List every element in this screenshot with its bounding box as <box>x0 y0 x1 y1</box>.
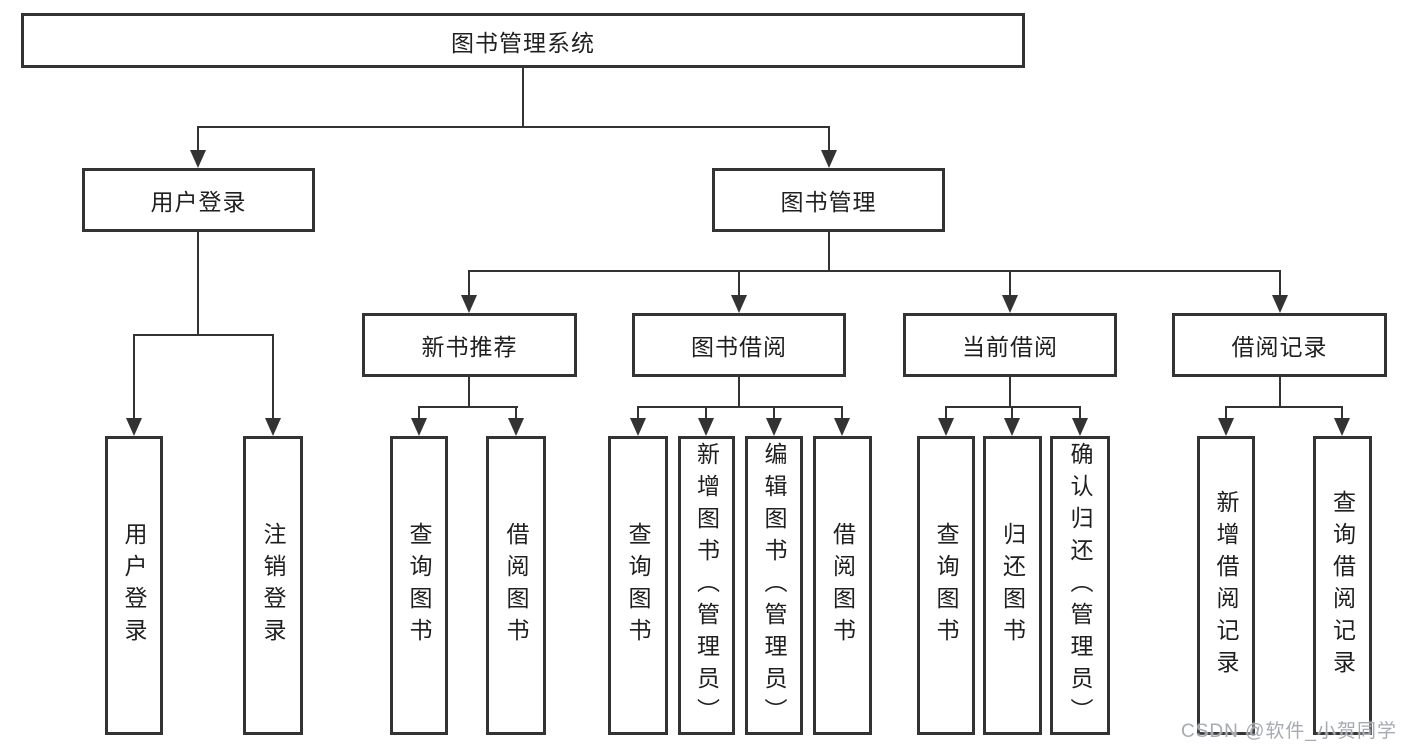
leaf-logout: 注销登录 <box>243 436 303 735</box>
connector-leaf-stem <box>1011 406 1013 420</box>
arrow-down-icon <box>630 418 646 436</box>
leaf-label: 查询图书 <box>625 521 651 650</box>
arrow-down-icon <box>411 418 427 436</box>
leaf-current-query-books: 查询图书 <box>917 436 975 735</box>
connector-leaf-stem <box>1341 406 1343 420</box>
connector-userlogin-rail <box>133 334 274 336</box>
connector-l2-rail <box>468 270 1281 272</box>
arrow-down-icon <box>698 418 714 436</box>
leaf-label: 编辑图书（管理员） <box>761 441 787 730</box>
arrow-down-icon <box>461 295 477 313</box>
connector-leaf-stem <box>133 334 135 420</box>
arrow-down-icon <box>731 295 747 313</box>
leaf-borrow-query-books: 查询图书 <box>608 436 668 735</box>
connector-leaf-stem <box>637 406 639 420</box>
arrow-down-icon <box>1072 418 1088 436</box>
arrow-down-icon <box>821 150 837 168</box>
node-book-borrow-label: 图书借阅 <box>691 334 787 360</box>
arrow-down-icon <box>766 418 782 436</box>
arrow-down-icon <box>1218 418 1234 436</box>
leaf-label: 注销登录 <box>260 521 286 650</box>
leaf-user-login: 用户登录 <box>105 436 163 735</box>
leaf-borrow-add-books-admin: 新增图书（管理员） <box>678 436 735 735</box>
arrow-down-icon <box>265 418 281 436</box>
node-root-label: 图书管理系统 <box>451 29 595 56</box>
leaf-label: 借阅图书 <box>829 521 856 650</box>
leaf-label: 查询图书 <box>406 521 432 650</box>
connector-userlogin-stem <box>197 126 199 154</box>
connector-l3-stem <box>1279 270 1281 297</box>
connector-current-drop <box>1009 377 1011 408</box>
arrow-down-icon <box>834 418 850 436</box>
node-current-borrow-label: 当前借阅 <box>962 334 1058 360</box>
node-user-login-label: 用户登录 <box>150 189 247 215</box>
connector-l3-stem <box>738 270 740 297</box>
arrow-down-icon <box>126 418 142 436</box>
connector-l3-stem <box>468 270 470 297</box>
node-current-borrow: 当前借阅 <box>903 313 1117 377</box>
connector-bookmgmt-stem <box>828 126 830 154</box>
connector-leaf-stem <box>272 334 274 420</box>
leaf-records-query-record: 查询借阅记录 <box>1313 436 1372 735</box>
leaf-records-add-record: 新增借阅记录 <box>1197 436 1255 735</box>
leaf-label: 确认归还（管理员） <box>1067 441 1093 730</box>
node-book-management: 图书管理 <box>712 168 945 232</box>
arrow-down-icon <box>1334 418 1350 436</box>
node-book-management-label: 图书管理 <box>780 189 877 215</box>
arrow-down-icon <box>1002 295 1018 313</box>
connector-l1-rail <box>197 126 830 128</box>
connector-leaf-stem <box>515 406 517 420</box>
arrow-down-icon <box>190 150 206 168</box>
connector-leaf-stem <box>1225 406 1227 420</box>
connector-bookmgmt-drop <box>828 232 830 272</box>
node-user-login: 用户登录 <box>82 168 315 232</box>
leaf-current-confirm-return-admin: 确认归还（管理员） <box>1050 436 1110 735</box>
connector-newbook-rail <box>418 406 518 408</box>
node-borrow-records-label: 借阅记录 <box>1231 334 1328 360</box>
connector-leaf-stem <box>773 406 775 420</box>
connector-newbook-drop <box>468 377 470 408</box>
arrow-down-icon <box>1272 295 1288 313</box>
csdn-watermark: CSDN @软件_小贺同学 <box>1181 721 1397 742</box>
connector-leaf-stem <box>705 406 707 420</box>
leaf-newbook-borrow-books: 借阅图书 <box>486 436 546 735</box>
leaf-label: 查询借阅记录 <box>1329 489 1356 682</box>
connector-records-drop <box>1279 377 1281 408</box>
leaf-current-return-books: 归还图书 <box>983 436 1042 735</box>
connector-borrow-drop <box>738 377 740 408</box>
node-root: 图书管理系统 <box>21 13 1025 68</box>
node-book-borrow: 图书借阅 <box>632 313 846 377</box>
leaf-borrow-borrow-books: 借阅图书 <box>813 436 872 735</box>
connector-leaf-stem <box>841 406 843 420</box>
leaf-label: 归还图书 <box>999 521 1026 650</box>
connector-l3-stem <box>1009 270 1011 297</box>
connector-borrow-rail <box>637 406 843 408</box>
connector-leaf-stem <box>1079 406 1081 420</box>
node-new-book-recommend-label: 新书推荐 <box>421 334 518 360</box>
leaf-newbook-query-books: 查询图书 <box>390 436 448 735</box>
leaf-label: 查询图书 <box>933 521 959 650</box>
connector-leaf-stem <box>418 406 420 420</box>
leaf-borrow-edit-books-admin: 编辑图书（管理员） <box>745 436 803 735</box>
arrow-down-icon <box>1004 418 1020 436</box>
connector-current-rail <box>945 406 1081 408</box>
connector-leaf-stem <box>945 406 947 420</box>
leaf-label: 新增借阅记录 <box>1213 489 1239 682</box>
arrow-down-icon <box>938 418 954 436</box>
node-borrow-records: 借阅记录 <box>1172 313 1387 377</box>
leaf-label: 用户登录 <box>121 521 147 650</box>
connector-root-stub <box>522 68 524 128</box>
arrow-down-icon <box>508 418 524 436</box>
leaf-label: 新增图书（管理员） <box>693 441 720 730</box>
node-new-book-recommend: 新书推荐 <box>362 313 577 377</box>
leaf-label: 借阅图书 <box>503 521 529 650</box>
connector-records-rail <box>1225 406 1343 408</box>
connector-userlogin-drop <box>197 232 199 336</box>
